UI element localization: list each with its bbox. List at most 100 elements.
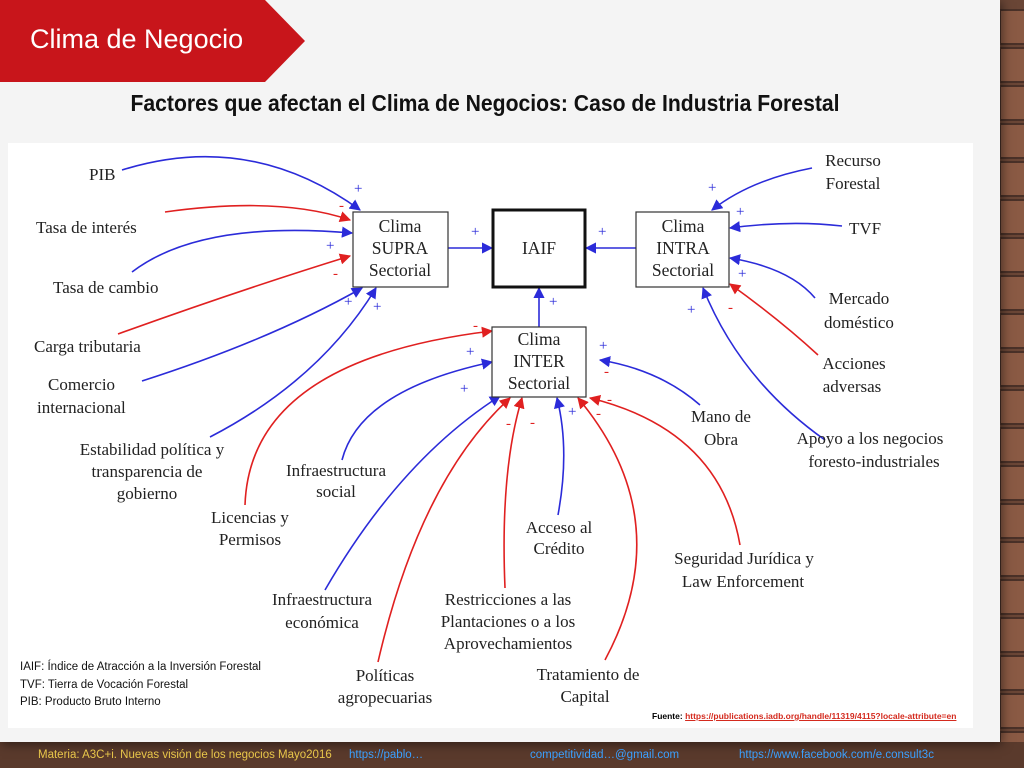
factor-carga-tributaria: Carga tributaria [34, 337, 141, 356]
iaif-label: IAIF [522, 238, 556, 258]
slide-tag: Clima de Negocio [30, 24, 244, 54]
svg-text:Mano de: Mano de [691, 407, 751, 426]
intra-line-3: Sectorial [652, 260, 714, 280]
factor-restricciones-1: Restricciones a las [445, 590, 572, 609]
sign-infra-social: + [466, 344, 474, 360]
factor-recurso-1: Recurso [825, 151, 881, 170]
sign-credito: + [568, 404, 576, 420]
svg-text:Sectorial: Sectorial [652, 260, 714, 280]
factor-estabilidad-2: transparencia de [92, 462, 203, 481]
factor-licencias-1: Licencias y [211, 508, 289, 527]
svg-text:Recurso: Recurso [825, 151, 881, 170]
diagram-panel [8, 143, 973, 728]
arrow-tasa-interes-supra [164, 204, 352, 223]
factor-tasa-cambio: Tasa de cambio [53, 278, 159, 297]
factor-credito-1: Acceso al [526, 518, 593, 537]
svg-text:Licencias y: Licencias y [211, 508, 289, 527]
sign-seguridad: - [607, 392, 612, 408]
factor-credito-2: Crédito [534, 539, 585, 558]
footer: Materia: A3C+i. Nuevas visión de los neg… [0, 746, 1024, 768]
factor-restricciones-2: Plantaciones o a los [441, 612, 576, 631]
arrow-tratamiento-inter [577, 397, 638, 661]
svg-text:Aprovechamientos: Aprovechamientos [444, 634, 572, 653]
footer-materia: Materia: A3C+i. Nuevas visión de los neg… [38, 749, 332, 761]
factor-licencias-2: Permisos [219, 530, 281, 549]
factor-seguridad-2: Law Enforcement [682, 572, 805, 591]
svg-text:Capital: Capital [560, 687, 609, 706]
source-label: Fuente: [652, 711, 683, 721]
factor-acciones-1: Acciones [822, 354, 885, 373]
source-link[interactable]: https://publications.iadb.org/handle/113… [685, 711, 957, 721]
svg-text:Apoyo a los negocios: Apoyo a los negocios [797, 429, 944, 448]
arrow-mercado-intra [728, 254, 816, 299]
factor-estabilidad-3: gobierno [117, 484, 177, 503]
svg-text:SUPRA: SUPRA [372, 238, 429, 258]
sign-politicas: - [506, 416, 511, 432]
arrow-restricciones-inter [503, 396, 525, 589]
svg-text:INTER: INTER [513, 351, 565, 371]
intra-line-2: INTRA [656, 238, 710, 258]
svg-text:Sectorial: Sectorial [508, 373, 570, 393]
sign-comercio: + [344, 294, 352, 310]
sign-carga: - [333, 266, 338, 282]
factor-tasa-interes: Tasa de interés [36, 218, 137, 237]
factor-comercio-1: Comercio [48, 375, 115, 394]
arrow-acciones-intra [729, 283, 819, 356]
svg-text:Acceso al: Acceso al [526, 518, 593, 537]
svg-text:económica: económica [285, 613, 359, 632]
arrow-comercio-supra [141, 287, 363, 382]
arrow-seguridad-inter [588, 394, 741, 546]
footer-link-facebook[interactable]: https://www.facebook.com/e.consult3c [739, 749, 934, 761]
sign-tasa-cambio: + [326, 238, 334, 254]
supra-line-3: Sectorial [369, 260, 431, 280]
arrow-credito-inter [554, 396, 565, 516]
factor-mano-obra-1: Mano de [691, 407, 751, 426]
svg-text:adversas: adversas [823, 377, 882, 396]
sign-infra-economica: + [460, 381, 468, 397]
factor-infra-social-2: social [316, 482, 356, 501]
factor-apoyo-1: Apoyo a los negocios [797, 429, 944, 448]
legend-pib: PIB: Producto Bruto Interno [20, 696, 161, 708]
supra-line-1: Clima [379, 216, 422, 236]
svg-text:foresto-industriales: foresto-industriales [808, 452, 939, 471]
svg-text:INTRA: INTRA [656, 238, 710, 258]
arrow-carga-supra [117, 253, 352, 335]
arrow-tasa-cambio-supra [131, 226, 354, 273]
factor-estabilidad-1: Estabilidad política y [80, 440, 225, 459]
factor-seguridad-1: Seguridad Jurídica y [674, 549, 814, 568]
factor-acciones-2: adversas [823, 377, 882, 396]
factor-tvf: TVF [849, 219, 881, 238]
sign-acciones: - [728, 300, 733, 316]
arrow-pib-supra [121, 155, 361, 211]
arrow-recurso-intra [711, 167, 813, 211]
factor-pib: PIB [89, 165, 115, 184]
sign-mano-obra: + [599, 338, 607, 354]
arrow-mano-obra-inter [598, 356, 701, 406]
footer-link-email[interactable]: competitividad…@gmail.com [530, 749, 680, 761]
factor-mano-obra-2: Obra [704, 430, 738, 449]
svg-text:agropecuarias: agropecuarias [338, 688, 432, 707]
factor-politicas-2: agropecuarias [338, 688, 432, 707]
inter-line-2: INTER [513, 351, 565, 371]
svg-text:Infraestructura: Infraestructura [286, 461, 387, 480]
svg-text:Seguridad Jurídica y: Seguridad Jurídica y [674, 549, 814, 568]
svg-text:Estabilidad política y: Estabilidad política y [80, 440, 225, 459]
arrow-politicas-inter [377, 397, 511, 663]
svg-text:IAIF: IAIF [522, 238, 556, 258]
svg-text:Tratamiento de: Tratamiento de [537, 665, 640, 684]
svg-text:Plantaciones o a los: Plantaciones o a los [441, 612, 576, 631]
arrow-infra-economica-inter [324, 395, 501, 591]
sign-tratamiento: - [596, 406, 601, 422]
svg-text:gobierno: gobierno [117, 484, 177, 503]
factor-restricciones-3: Aprovechamientos [444, 634, 572, 653]
footer-link-web[interactable]: https://pablo… [349, 749, 424, 761]
svg-text:Comercio: Comercio [48, 375, 115, 394]
sign-estabilidad: + [373, 299, 381, 315]
svg-text:Permisos: Permisos [219, 530, 281, 549]
arrow-estabilidad-supra [209, 287, 377, 438]
factor-apoyo-2: foresto-industriales [808, 452, 939, 471]
title-tag-shape [0, 0, 305, 82]
factor-recurso-2: Forestal [826, 174, 881, 193]
arrow-apoyo-intra [701, 286, 826, 441]
